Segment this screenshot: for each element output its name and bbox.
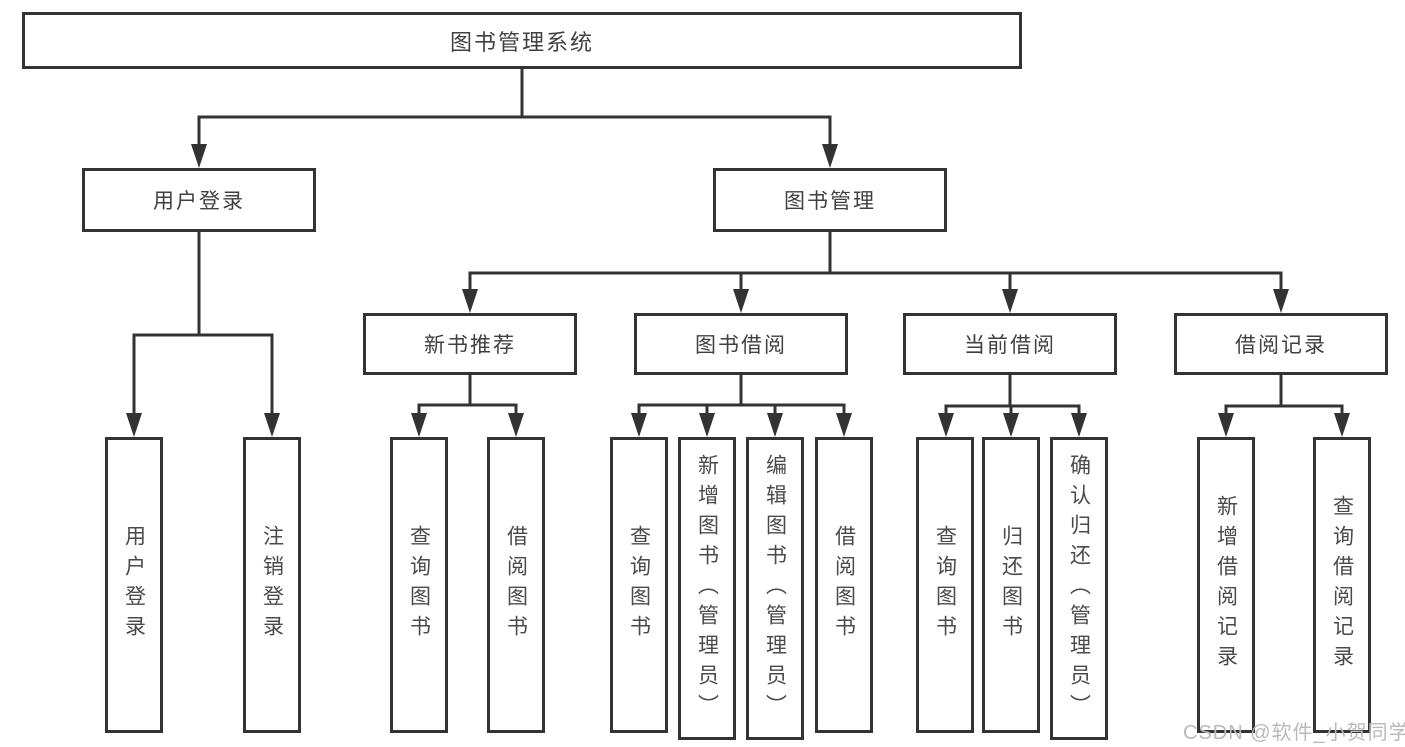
node-user-login-label: 用户登录	[153, 190, 245, 213]
leaf-borrow-books-1: 借阅图书	[487, 437, 545, 733]
connector-borrowrecords-to-leaves	[1224, 374, 1344, 432]
leaf-query-books-2: 查询图书	[610, 437, 668, 733]
leaf-query-books-3: 查询图书	[916, 437, 974, 733]
leaf-logout-label: 注销登录	[260, 525, 284, 645]
node-borrow-records-label: 借阅记录	[1235, 334, 1327, 357]
node-book-management: 图书管理	[713, 168, 947, 232]
node-user-login: 用户登录	[82, 168, 316, 232]
node-current-borrow: 当前借阅	[903, 313, 1117, 375]
node-borrow-records: 借阅记录	[1174, 313, 1388, 375]
watermark: CSDN @软件_小贺同学	[1183, 722, 1405, 744]
leaf-user-login: 用户登录	[105, 437, 163, 733]
node-new-book-recommend: 新书推荐	[363, 313, 577, 375]
connector-newbooks-to-leaves	[417, 374, 518, 432]
connector-bookmgmt-to-level3	[468, 231, 1283, 308]
leaf-query-borrow-record: 查询借阅记录	[1313, 437, 1371, 733]
leaf-borrow-books-1-label: 借阅图书	[504, 525, 528, 645]
leaf-add-borrow-record: 新增借阅记录	[1197, 437, 1255, 733]
leaf-edit-books-admin: 编辑图书（管理员）	[746, 437, 804, 740]
connector-root-to-level2	[197, 69, 832, 163]
leaf-confirm-return-admin: 确认归还（管理员）	[1050, 437, 1108, 740]
leaf-add-borrow-record-label: 新增借阅记录	[1214, 495, 1238, 675]
leaf-borrow-books-2: 借阅图书	[815, 437, 873, 733]
connector-userlogin-to-leaves	[132, 231, 274, 432]
node-root-label: 图书管理系统	[449, 29, 594, 55]
leaf-confirm-return-admin-label: 确认归还（管理员）	[1067, 453, 1091, 724]
leaf-add-books-admin: 新增图书（管理员）	[678, 437, 736, 740]
leaf-return-books: 归还图书	[982, 437, 1040, 733]
leaf-query-books-3-label: 查询图书	[933, 525, 957, 645]
leaf-borrow-books-2-label: 借阅图书	[832, 525, 856, 645]
arrowheads	[126, 144, 1350, 437]
leaf-add-books-admin-label: 新增图书（管理员）	[695, 453, 719, 724]
leaf-logout: 注销登录	[243, 437, 301, 733]
leaf-user-login-label: 用户登录	[122, 525, 146, 645]
node-current-borrow-label: 当前借阅	[964, 334, 1056, 357]
leaf-return-books-label: 归还图书	[999, 525, 1023, 645]
leaf-query-books-1-label: 查询图书	[407, 525, 431, 645]
node-root: 图书管理系统	[22, 12, 1022, 69]
leaf-edit-books-admin-label: 编辑图书（管理员）	[763, 453, 787, 724]
node-book-management-label: 图书管理	[784, 190, 876, 213]
leaf-query-borrow-record-label: 查询借阅记录	[1330, 495, 1354, 675]
leaf-query-books-2-label: 查询图书	[627, 525, 651, 645]
node-book-borrow-label: 图书借阅	[695, 334, 787, 357]
leaf-query-books-1: 查询图书	[390, 437, 448, 733]
connector-bookborrow-to-leaves	[637, 374, 846, 432]
node-book-borrow: 图书借阅	[634, 313, 848, 375]
node-new-book-recommend-label: 新书推荐	[424, 334, 516, 357]
